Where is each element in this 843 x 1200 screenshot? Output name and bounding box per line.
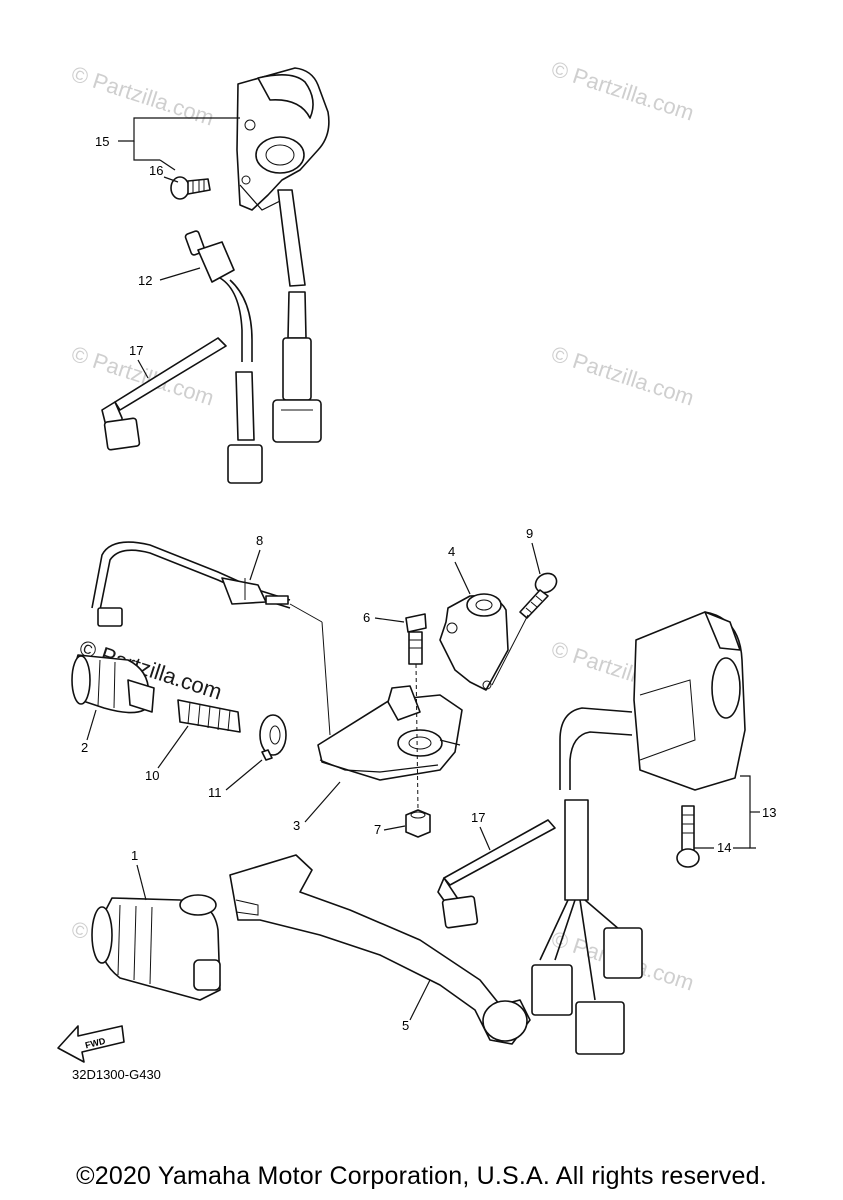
part-9-bolt	[519, 572, 558, 619]
leader-17	[137, 359, 149, 379]
leader-10	[157, 725, 189, 769]
callout-5: 5	[402, 1018, 409, 1033]
fwd-arrow-icon: FWD	[57, 1025, 125, 1063]
copyright-notice: ©2020 Yamaha Motor Corporation, U.S.A. A…	[76, 1162, 767, 1190]
part-4-clamp	[439, 593, 509, 691]
part-15-handlebar-switch	[236, 67, 330, 211]
part-8-clutch-switch	[91, 541, 291, 627]
callout-2: 2	[81, 740, 88, 755]
watermark: © Partzilla.com	[68, 61, 217, 131]
callout-1: 1	[131, 848, 138, 863]
leader-6	[374, 617, 405, 623]
leader-12	[159, 267, 201, 281]
callout-6: 6	[363, 610, 370, 625]
fwd-label: FWD	[84, 1036, 107, 1051]
callout-8: 8	[256, 533, 263, 548]
part-17-cable-tie	[437, 819, 556, 929]
part-14-screw	[676, 805, 700, 868]
callout-15: 15	[95, 134, 109, 149]
part-12-switch	[184, 230, 263, 484]
leader-1	[136, 864, 147, 901]
watermark: © Partzilla.com	[548, 341, 697, 411]
callout-4: 4	[448, 544, 455, 559]
callout-14: 14	[717, 840, 731, 855]
leader-15	[133, 141, 160, 161]
leader-2	[86, 709, 97, 741]
callout-17: 17	[129, 343, 143, 358]
part-5-lever	[229, 854, 531, 1045]
watermark: © Partzilla.com	[548, 56, 697, 126]
leader-4	[454, 561, 471, 595]
leader-3	[304, 781, 341, 823]
callout-9: 9	[526, 526, 533, 541]
callout-17: 17	[471, 810, 485, 825]
diagram-code: 32D1300-G430	[72, 1067, 161, 1082]
callout-12: 12	[138, 273, 152, 288]
part-13-handlebar-switch	[531, 611, 746, 1055]
part-1-lever-boot	[91, 894, 221, 1001]
part-7-nut	[405, 809, 431, 838]
leader-16	[163, 176, 179, 183]
part-10-adjuster	[177, 699, 241, 733]
leader-15-16	[159, 159, 176, 171]
leader-15	[118, 117, 240, 142]
leader-8-assembly	[321, 621, 331, 736]
watermarks: © Partzilla.com © Partzilla.com © Partzi…	[68, 56, 697, 996]
assembly-axis	[491, 614, 529, 686]
part-2-lever-boot	[71, 654, 155, 714]
part-17-cable-tie	[101, 337, 227, 451]
leader-5	[409, 979, 431, 1021]
callout-10: 10	[145, 768, 159, 783]
callouts: 15 16 12 17 8 4 9 6 2 10 11 3	[81, 117, 776, 1033]
part-3-lever-bracket	[317, 685, 463, 781]
callout-3: 3	[293, 818, 300, 833]
callout-13: 13	[762, 805, 776, 820]
assembly-axis	[415, 663, 419, 811]
part-16-screw	[170, 176, 211, 200]
leader-11	[225, 759, 263, 791]
leader-17	[479, 826, 491, 851]
part-15-wire-harness	[272, 189, 322, 443]
leader-7	[383, 825, 406, 831]
callout-7: 7	[374, 822, 381, 837]
leader-8	[249, 549, 261, 581]
part-11-washer	[259, 714, 287, 761]
callout-11: 11	[208, 785, 222, 800]
leader-8-assembly	[289, 603, 323, 623]
callout-16: 16	[149, 163, 163, 178]
part-6-pivot-bolt	[405, 613, 427, 665]
leader-9	[531, 542, 541, 575]
